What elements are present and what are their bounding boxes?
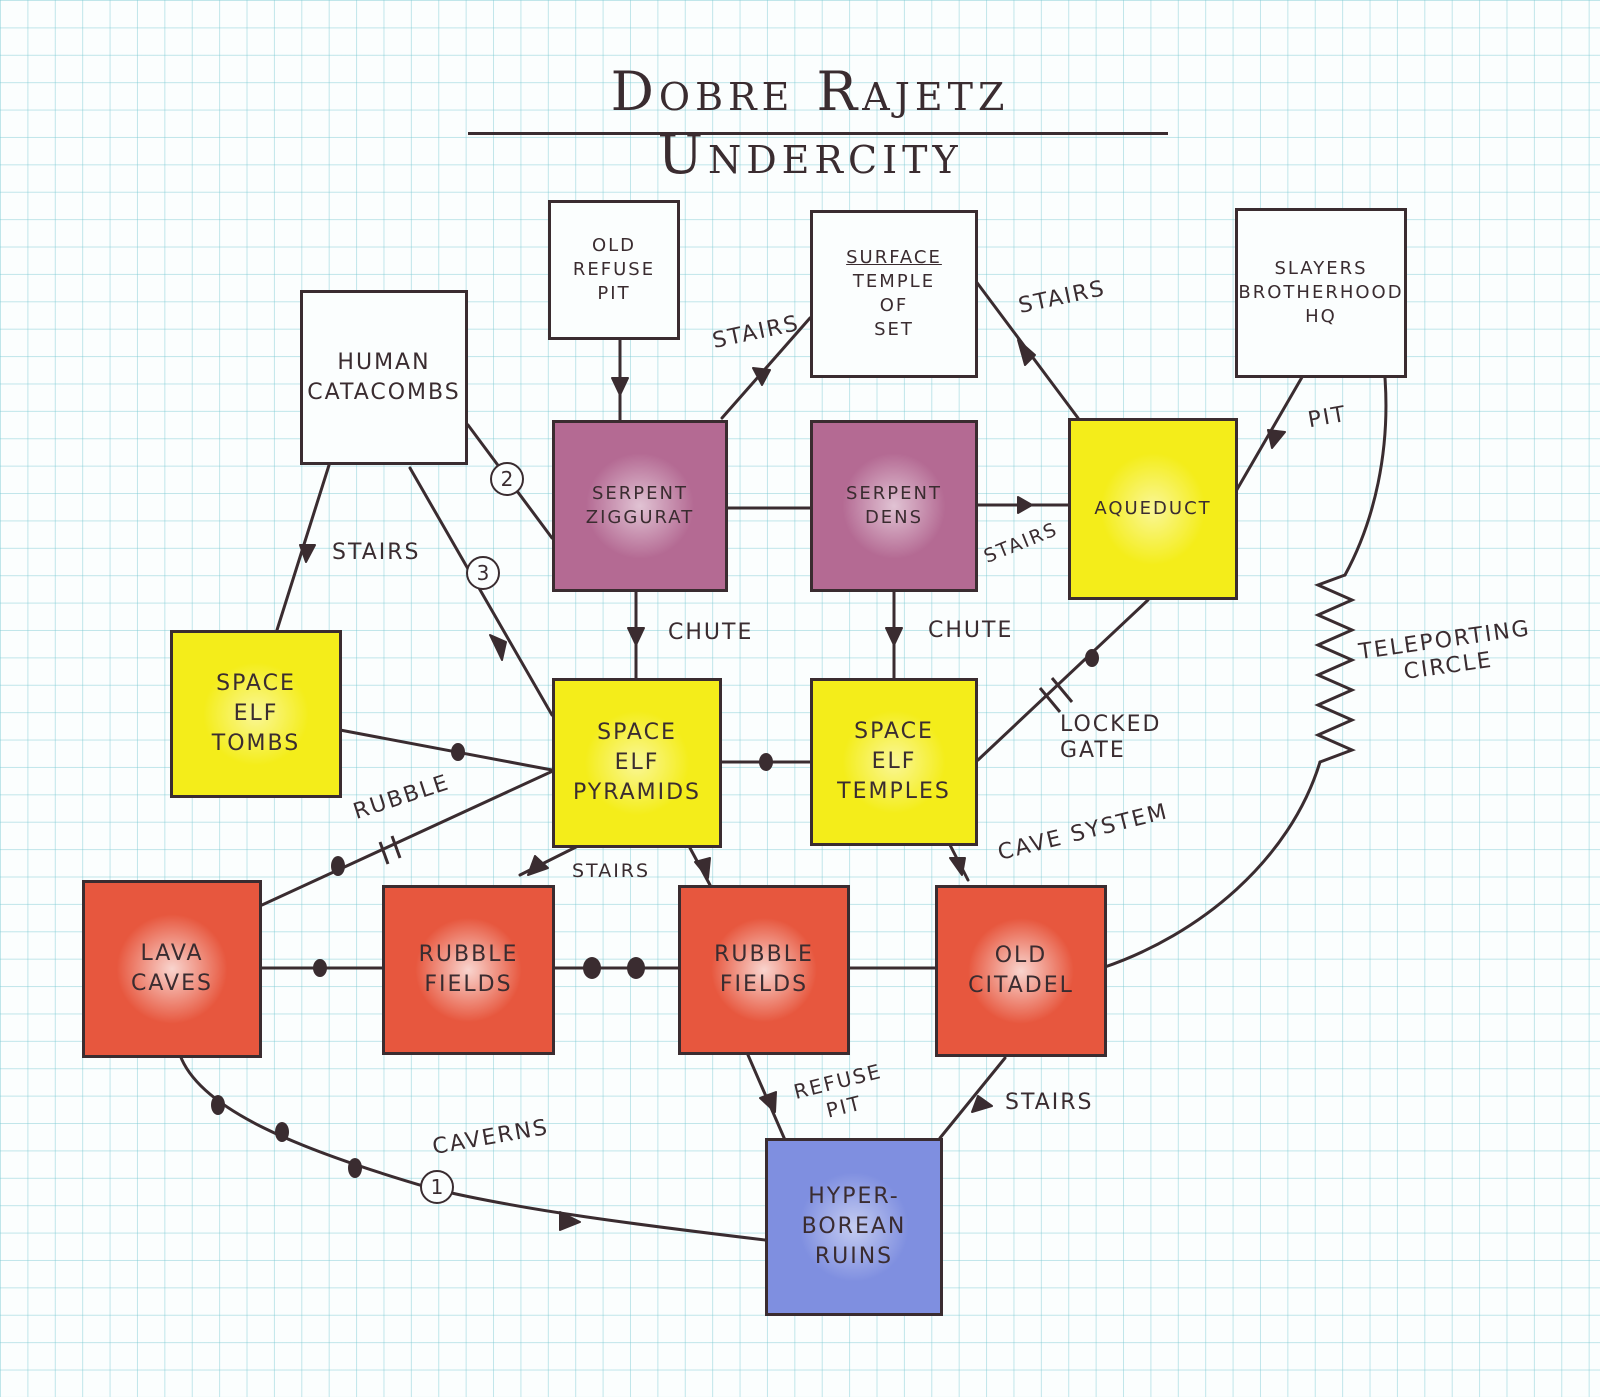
room-lava-caves[interactable]: Lava Caves [82,880,262,1058]
room-old-refuse-pit[interactable]: Old Refuse Pit [548,200,680,340]
room-serpent-ziggurat-label: Serpent Ziggurat [585,483,695,528]
line-hq-to-aqueduct [1226,370,1307,507]
arrow-pit-aqueduct [1267,429,1286,449]
line-tombs-to-pyramids [338,728,554,772]
marker-2: 2 [490,462,524,496]
label-stairs-ruins: Stairs [1005,1090,1094,1115]
arrow-stairs-temple [752,367,771,386]
line-ziggurat-to-temple [720,316,812,420]
door-rubble1-rubble2-b [627,957,645,979]
arrow-caverns-ruins [559,1211,581,1231]
room-space-elf-temples[interactable]: Space Elf Temples [810,678,978,846]
room-rubble-fields-1-label: Rubble Fields [418,942,519,997]
room-human-catacombs-label: Human Catacombs [307,349,461,405]
room-hyperborean-ruins[interactable]: Hyper- borean Ruins [765,1138,943,1316]
hash-locked-gate-b [1038,687,1062,713]
room-space-elf-tombs[interactable]: Space Elf Tombs [170,630,342,798]
room-surface-temple[interactable]: Surface Temple of Set [810,210,978,378]
hash-locked-gate-a [1050,677,1074,703]
arrow-catacombs-pyramids [489,634,507,661]
room-space-elf-temples-label: Space Elf Temples [837,719,951,804]
teleport-zigzag [1314,573,1356,764]
room-human-catacombs[interactable]: Human Catacombs [300,290,468,465]
door-caverns-c [348,1158,362,1178]
room-old-citadel-label: Old Citadel [968,943,1074,998]
room-space-elf-pyramids-label: Space Elf Pyramids [572,720,702,805]
line-teleporting-circle [1343,376,1388,577]
room-aqueduct[interactable]: Aqueduct [1068,418,1238,600]
title-underline [468,132,1168,135]
room-old-refuse-pit-label: Old Refuse Pit [572,235,656,304]
hash-rubble-b [390,835,402,859]
arrow-chute-2 [885,627,903,646]
label-chute-1: Chute [668,620,754,645]
door-locked-gate [1085,649,1099,667]
line-citadel-to-ruins [938,1056,1007,1140]
arrow-stairs-tombs [299,544,316,563]
room-rubble-fields-2-label: Rubble Fields [714,942,814,997]
door-lava-rubble1 [313,959,327,977]
door-rubble [331,856,345,876]
room-surface-temple-label: Temple of Set [852,271,936,340]
room-slayers-hq[interactable]: Slayers Brotherhood HQ [1235,208,1407,378]
door-pyramids-temples [759,753,773,771]
label-chute-2: Chute [928,618,1014,643]
hash-rubble-a [378,841,390,865]
label-stairs-tombs: Stairs [332,540,421,565]
arrow-stairs-aqueduct [1017,339,1036,366]
label-locked-gate: Locked Gate [1060,712,1162,763]
room-space-elf-pyramids[interactable]: Space Elf Pyramids [552,678,722,848]
line-catacombs-to-pyramids [408,466,554,717]
room-serpent-dens[interactable]: Serpent Dens [810,420,978,592]
room-space-elf-tombs-label: Space Elf Tombs [211,671,301,756]
arrow-refuse-pit-ruins [759,1091,777,1113]
label-stairs-pyramids: Stairs [572,860,651,882]
arrow-pyramids-rubble1 [527,855,549,876]
room-surface-temple-heading: Surface [846,247,942,268]
line-temples-to-aqueduct [976,598,1150,762]
room-serpent-dens-label: Serpent Dens [846,483,942,528]
room-aqueduct-label: Aqueduct [1094,498,1212,519]
room-slayers-hq-label: Slayers Brotherhood HQ [1238,258,1404,327]
arrow-dens-aqueduct [1017,496,1033,514]
room-serpent-ziggurat[interactable]: Serpent Ziggurat [552,420,728,592]
arrow-refuse-pit [611,377,629,396]
arrow-pyramids-rubble2 [694,857,711,879]
room-lava-caves-label: Lava Caves [131,941,213,996]
marker-1: 1 [420,1170,454,1204]
line-teleport-to-citadel [1100,760,1322,970]
door-caverns-b [275,1122,289,1142]
room-old-citadel[interactable]: Old Citadel [935,885,1107,1057]
door-tombs [451,743,465,761]
door-rubble1-rubble2-a [583,957,601,979]
room-rubble-fields-2[interactable]: Rubble Fields [678,885,850,1055]
marker-3: 3 [466,556,500,590]
arrow-stairs-ruins [971,1095,993,1113]
room-hyperborean-ruins-label: Hyper- borean Ruins [801,1184,907,1269]
arrow-chute-1 [627,627,645,646]
arrow-temples-citadel [949,857,966,876]
door-caverns-a [211,1095,225,1115]
room-rubble-fields-1[interactable]: Rubble Fields [382,885,555,1055]
line-lava-to-pyramids [260,768,557,907]
